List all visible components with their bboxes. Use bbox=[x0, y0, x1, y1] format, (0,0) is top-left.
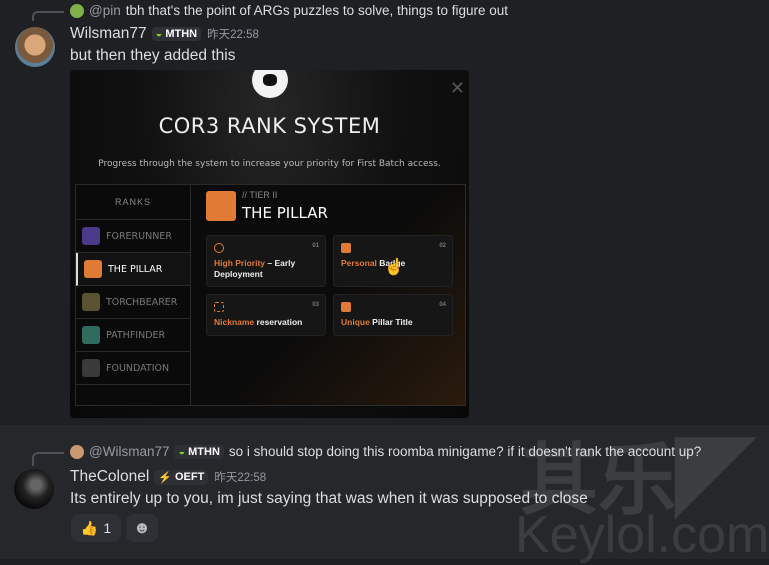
username[interactable]: Wilsman77 bbox=[70, 25, 147, 42]
badge-label: MTHN bbox=[165, 28, 198, 40]
tier-name: THE PILLAR bbox=[242, 204, 328, 222]
watermark-text: Keylol.com bbox=[515, 506, 769, 564]
modal-subtitle: Progress through the system to increase … bbox=[98, 159, 441, 169]
reply-avatar bbox=[70, 444, 84, 459]
timestamp: 昨天22:58 bbox=[214, 472, 267, 484]
perk-number: 03 bbox=[312, 302, 319, 308]
perk-text: Pillar Title bbox=[369, 317, 413, 327]
pillar-icon bbox=[84, 260, 102, 278]
username[interactable]: TheColonel bbox=[70, 468, 150, 485]
perk-number: 01 bbox=[312, 243, 319, 249]
user-avatar[interactable] bbox=[15, 27, 55, 67]
rank-panel: RANKS FORERUNNER THE PILLAR TORCHBEARER … bbox=[75, 184, 466, 406]
user-avatar[interactable] bbox=[14, 469, 54, 509]
badge-icon bbox=[341, 243, 351, 253]
badge-label: MTHN bbox=[188, 445, 220, 458]
message-text: but then they added this bbox=[70, 47, 236, 64]
frame-icon bbox=[214, 302, 224, 312]
reaction-thumbs-up[interactable]: 👍1 bbox=[71, 514, 121, 542]
rank-item-pathfinder: PATHFINDER bbox=[76, 319, 190, 352]
rank-label: THE PILLAR bbox=[108, 263, 163, 275]
modal-title: COR3 RANK SYSTEM bbox=[158, 114, 381, 138]
tier-icon bbox=[206, 191, 236, 221]
rank-label: PATHFINDER bbox=[106, 329, 166, 341]
perk-accent: Personal bbox=[341, 258, 377, 268]
message-text: Its entirely up to you, im just saying t… bbox=[70, 490, 588, 507]
ranks-list: RANKS FORERUNNER THE PILLAR TORCHBEARER … bbox=[76, 185, 191, 405]
smiley-icon: ☻ bbox=[133, 518, 151, 537]
guild-tag-badge[interactable]: ◒MTHN bbox=[174, 444, 224, 459]
add-reaction-button[interactable]: ☻ bbox=[126, 514, 158, 542]
reply-mention[interactable]: @Wilsman77 bbox=[89, 444, 170, 459]
perk-accent: Unique bbox=[341, 317, 370, 327]
rank-item-torchbearer: TORCHBEARER bbox=[76, 286, 190, 319]
reply-preview[interactable]: @pin tbh that's the point of ARGs puzzle… bbox=[32, 3, 509, 21]
forerunner-icon bbox=[82, 227, 100, 245]
cor3-logo-icon bbox=[252, 70, 288, 98]
reply-spine bbox=[32, 452, 64, 466]
rank-label: FOUNDATION bbox=[106, 362, 170, 374]
perk-text: – Early Deployment bbox=[214, 258, 296, 279]
foundation-icon bbox=[82, 359, 100, 377]
rank-label: FORERUNNER bbox=[106, 230, 172, 242]
reply-avatar bbox=[70, 3, 84, 18]
perk-accent: High Priority bbox=[214, 258, 266, 268]
title-icon bbox=[341, 302, 351, 312]
perk-accent: Nickname bbox=[214, 317, 255, 327]
lightning-icon: ⚡ bbox=[158, 471, 172, 484]
embedded-image[interactable]: ✕ COR3 RANK SYSTEM Progress through the … bbox=[70, 70, 469, 418]
guild-tag-badge[interactable]: ◒MTHN bbox=[151, 27, 202, 41]
guild-tag-badge[interactable]: ⚡OEFT bbox=[154, 469, 209, 485]
reply-spine bbox=[32, 11, 64, 21]
ranks-header: RANKS bbox=[76, 185, 190, 220]
perk-number: 02 bbox=[439, 243, 446, 249]
perk-number: 04 bbox=[439, 302, 446, 308]
hand-cursor-icon: ☝ bbox=[384, 259, 404, 276]
timestamp: 昨天22:58 bbox=[207, 29, 259, 41]
perk-text: Badge bbox=[376, 258, 406, 268]
reply-preview[interactable]: @Wilsman77 ◒MTHN so i should stop doing … bbox=[32, 444, 702, 466]
reply-text: tbh that's the point of ARGs puzzles to … bbox=[125, 3, 509, 18]
rank-item-the-pillar: THE PILLAR bbox=[76, 253, 190, 286]
torchbearer-icon bbox=[82, 293, 100, 311]
reply-mention[interactable]: @pin bbox=[89, 3, 121, 18]
watermark-logo: 其乐◤ bbox=[520, 436, 755, 524]
perk-text: reservation bbox=[254, 317, 303, 327]
pathfinder-icon bbox=[82, 326, 100, 344]
thumbs-up-icon: 👍 bbox=[80, 519, 99, 536]
target-icon bbox=[214, 243, 224, 253]
reply-text: so i should stop doing this roomba minig… bbox=[228, 444, 702, 459]
close-icon: ✕ bbox=[449, 78, 465, 98]
tier-label: // TIER II bbox=[242, 190, 278, 200]
badge-icon: ◒ bbox=[178, 445, 186, 458]
rank-item-foundation: FOUNDATION bbox=[76, 352, 190, 385]
rank-system-modal: ✕ COR3 RANK SYSTEM Progress through the … bbox=[70, 70, 469, 418]
rank-label: TORCHBEARER bbox=[106, 296, 178, 308]
reaction-count: 1 bbox=[103, 520, 112, 536]
badge-icon: ◒ bbox=[155, 28, 163, 40]
rank-item-forerunner: FORERUNNER bbox=[76, 220, 190, 253]
badge-label: OEFT bbox=[174, 471, 205, 483]
